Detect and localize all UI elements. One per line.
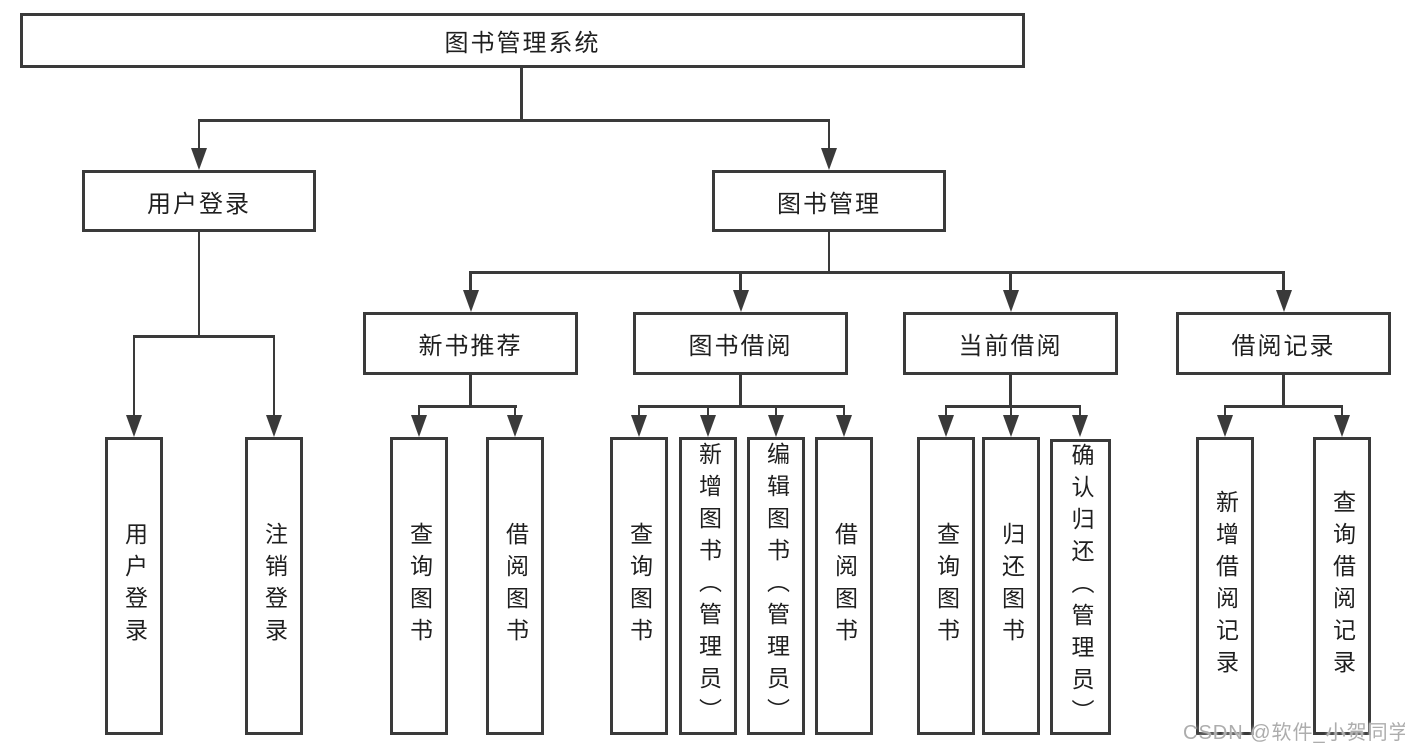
connector-line [197,119,201,150]
connector-line [827,232,831,273]
connector-line [1009,375,1012,407]
connector-line [197,232,201,337]
connector-line [637,405,846,408]
connector-line [513,405,517,417]
leaf-query-books-current: 查询图书 [917,437,975,735]
arrow-down-icon [411,415,427,437]
arrow-down-icon [821,148,837,170]
connector-line [637,405,641,417]
arrow-down-icon [1072,415,1088,437]
leaf-borrow-books-recommend: 借阅图书 [486,437,544,735]
node-borrow-records: 借阅记录 [1176,312,1391,375]
arrow-down-icon [462,290,479,312]
arrow-down-icon [266,415,282,437]
arrow-down-icon [191,148,207,170]
connector-line [827,119,831,150]
leaf-confirm-return-admin: 确认归还（管理员） [1050,439,1111,735]
node-book-borrow: 图书借阅 [633,312,848,375]
connector-line [1223,405,1227,417]
connector-line [842,405,846,417]
leaf-borrow-books: 借阅图书 [815,437,873,735]
arrow-down-icon [1275,290,1292,312]
connector-line [197,119,831,122]
connector-line [417,405,517,408]
leaf-query-books-recommend: 查询图书 [390,437,448,735]
arrow-down-icon [938,415,954,437]
arrow-down-icon [126,415,142,437]
connector-line [417,405,421,417]
node-current-borrow: 当前借阅 [903,312,1118,375]
leaf-query-books-borrow: 查询图书 [610,437,668,735]
connector-line [469,271,1285,274]
arrow-down-icon [1002,290,1019,312]
connector-line [469,375,472,407]
node-book-management: 图书管理 [712,170,946,232]
connector-line [1009,271,1012,292]
connector-line [739,271,742,292]
arrow-down-icon [1003,415,1019,437]
node-new-book-recommend: 新书推荐 [363,312,578,375]
arrow-down-icon [700,415,716,437]
connector-line [706,405,710,417]
connector-line [272,335,276,417]
connector-line [774,405,778,417]
connector-line [739,375,742,407]
connector-line [944,405,1082,408]
node-root-system: 图书管理系统 [20,13,1025,68]
connector-line [132,335,136,417]
connector-line [944,405,948,417]
arrow-down-icon [836,415,852,437]
connector-line [1282,271,1285,292]
connector-line [520,68,523,119]
csdn-watermark: CSDN @软件_小贺同学 [1183,722,1405,744]
arrow-down-icon [1334,415,1350,437]
connector-line [1078,405,1082,417]
connector-line [469,271,472,292]
connector-line [1282,375,1285,407]
arrow-down-icon [768,415,784,437]
leaf-query-borrow-record: 查询借阅记录 [1313,437,1371,735]
connector-line [1340,405,1344,417]
leaf-return-books: 归还图书 [982,437,1040,735]
connector-line [1223,405,1344,408]
leaf-add-borrow-record: 新增借阅记录 [1196,437,1254,735]
connector-line [132,335,276,338]
arrow-down-icon [631,415,647,437]
arrow-down-icon [507,415,523,437]
leaf-logout: 注销登录 [245,437,303,735]
leaf-edit-books-admin: 编辑图书（管理员） [747,437,805,735]
arrow-down-icon [1217,415,1233,437]
connector-line [1009,405,1013,417]
node-user-login-branch: 用户登录 [82,170,316,232]
leaf-user-login: 用户登录 [105,437,163,735]
arrow-down-icon [732,290,749,312]
leaf-add-books-admin: 新增图书（管理员） [679,437,737,735]
